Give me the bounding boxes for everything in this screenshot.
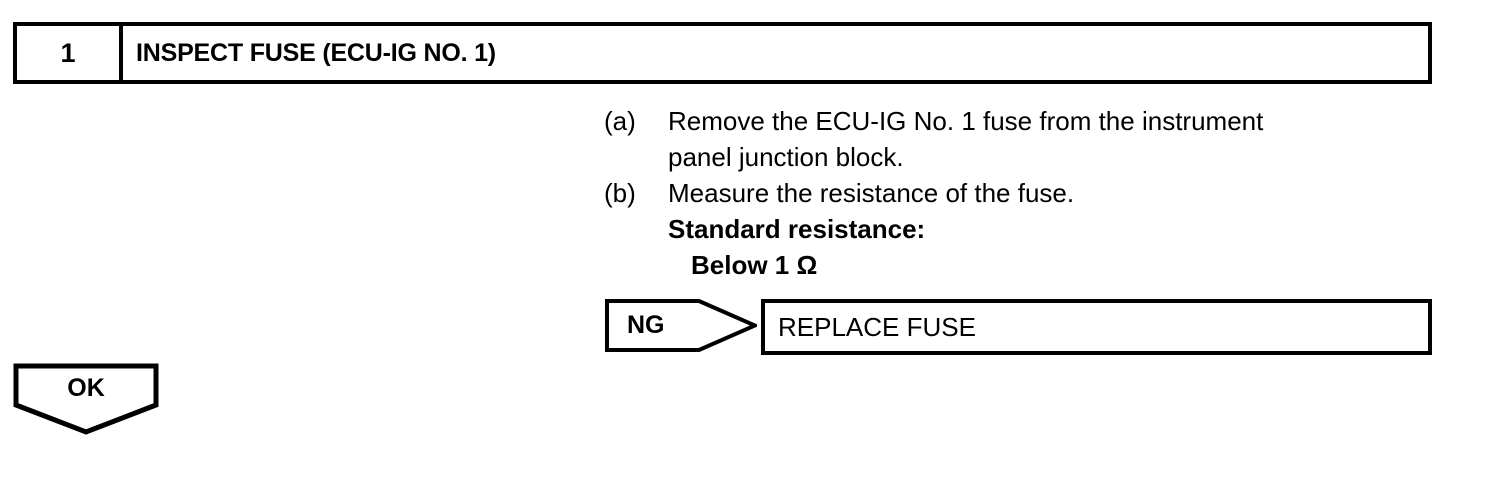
- procedure-list: (a) Remove the ECU-IG No. 1 fuse from th…: [604, 103, 1404, 283]
- ng-result-label: NG: [627, 311, 665, 339]
- ng-result-arrow: [605, 299, 757, 352]
- ng-branch-row: NG REPLACE FUSE: [605, 299, 1432, 356]
- step-number: 1: [60, 37, 76, 68]
- ok-result-pentagon: [13, 363, 159, 435]
- step-title: INSPECT FUSE (ECU-IG NO. 1): [136, 38, 496, 67]
- procedure-line: Measure the resistance of the fuse.: [668, 178, 1075, 208]
- step-title-cell: INSPECT FUSE (ECU-IG NO. 1): [123, 26, 1428, 80]
- ng-action-label: REPLACE FUSE: [778, 312, 976, 342]
- procedure-item-b-body: Measure the resistance of the fuse. Stan…: [668, 175, 1404, 283]
- procedure-item-b-label: (b): [604, 178, 636, 208]
- step-number-cell: 1: [17, 26, 123, 80]
- step-header-bar: 1 INSPECT FUSE (ECU-IG NO. 1): [13, 22, 1432, 84]
- procedure-item-a: (a) Remove the ECU-IG No. 1 fuse from th…: [604, 103, 1404, 175]
- standard-resistance-value: Below 1 Ω: [691, 250, 818, 280]
- ng-action-box: REPLACE FUSE: [761, 299, 1432, 355]
- procedure-item-a-body: Remove the ECU-IG No. 1 fuse from the in…: [668, 103, 1404, 175]
- procedure-item-b: (b) Measure the resistance of the fuse. …: [604, 175, 1404, 283]
- procedure-line: panel junction block.: [668, 142, 904, 172]
- procedure-line: Remove the ECU-IG No. 1 fuse from the in…: [668, 106, 1264, 136]
- ok-result-label: OK: [67, 373, 105, 402]
- procedure-item-a-label: (a): [604, 106, 636, 136]
- standard-resistance-label: Standard resistance:: [668, 214, 926, 244]
